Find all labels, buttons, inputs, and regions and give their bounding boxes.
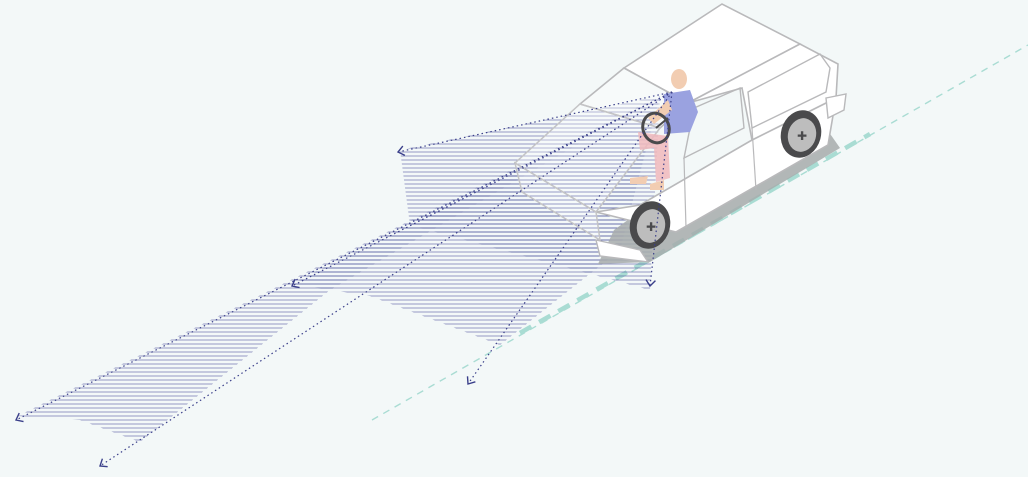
wheel-icon: ✚	[646, 220, 656, 234]
steering-column	[655, 117, 669, 129]
driver-foot	[630, 176, 648, 184]
front-wheel: ✚	[629, 201, 671, 249]
car-front	[513, 161, 601, 242]
sightline	[15, 91, 673, 421]
sightline	[397, 91, 673, 153]
car-door-line-2	[751, 127, 757, 191]
chevron-left-icon	[396, 145, 406, 157]
sightline	[291, 91, 673, 287]
chevron-left-icon	[99, 458, 108, 468]
driver-shirt	[664, 90, 698, 134]
car-rear-window	[747, 53, 831, 130]
wheel-icon: ✚	[797, 129, 807, 143]
chevron-left-icon	[291, 278, 300, 289]
driver-legs	[638, 132, 670, 182]
sightline	[99, 91, 673, 467]
rear-wheel: ✚	[780, 110, 822, 158]
sightline	[467, 91, 673, 385]
driver-foot-2	[650, 180, 664, 190]
sightlines	[14, 91, 673, 468]
chevron-left-icon	[14, 412, 24, 423]
chevron-left-icon	[466, 376, 476, 385]
car-rear-bumper	[825, 93, 847, 120]
car-door-line	[683, 157, 687, 229]
car	[513, 3, 847, 263]
chevron-left-icon	[645, 279, 656, 288]
car-bumper	[595, 239, 650, 263]
sightline	[649, 91, 673, 287]
driver	[630, 69, 698, 190]
driver-head	[671, 69, 687, 89]
car-front-window	[683, 86, 745, 160]
